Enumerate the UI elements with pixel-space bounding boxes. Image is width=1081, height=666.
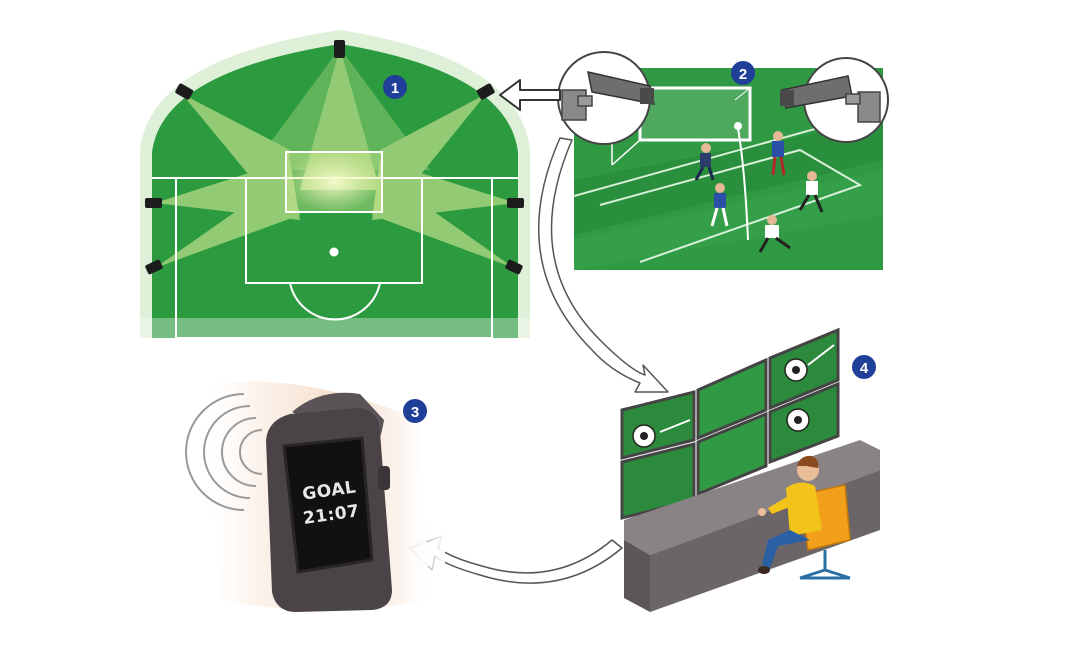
step-badge-3: 3 bbox=[403, 399, 427, 423]
control-room-panel: 4 bbox=[620, 327, 880, 612]
camera-icon bbox=[145, 40, 524, 275]
camera-icon bbox=[561, 71, 655, 121]
soccer-ball-icon bbox=[784, 358, 808, 382]
step-badge-4: 4 bbox=[852, 355, 876, 379]
soccer-ball-icon bbox=[632, 424, 656, 448]
vibration-waves-icon bbox=[185, 393, 263, 511]
penalty-spot bbox=[329, 247, 339, 257]
step-number-2: 2 bbox=[739, 66, 747, 83]
overhead-pitch-panel: 1 bbox=[140, 30, 535, 348]
step-number-4: 4 bbox=[860, 360, 869, 377]
goal-detection-zone bbox=[285, 151, 383, 213]
soccer-ball-icon bbox=[734, 122, 742, 130]
step-badge-2: 2 bbox=[731, 61, 755, 85]
operator bbox=[758, 455, 851, 580]
step-badge-1: 1 bbox=[383, 75, 407, 99]
camera-icon bbox=[780, 75, 881, 123]
step-number-1: 1 bbox=[391, 80, 399, 97]
ball-trajectory bbox=[737, 127, 749, 241]
step-number-3: 3 bbox=[411, 404, 419, 421]
referee-watch-panel: GOAL 21:07 3 bbox=[185, 380, 445, 612]
watch-body bbox=[266, 408, 392, 612]
arrow-icon bbox=[537, 137, 669, 393]
monitor-wall bbox=[620, 327, 840, 520]
players bbox=[694, 131, 824, 253]
goal-action-panel: 2 bbox=[557, 51, 889, 270]
camera-closeup-left bbox=[557, 51, 655, 145]
soccer-ball-icon bbox=[786, 408, 810, 432]
camera-closeup-right bbox=[780, 57, 889, 143]
arrow-icon bbox=[499, 79, 561, 111]
